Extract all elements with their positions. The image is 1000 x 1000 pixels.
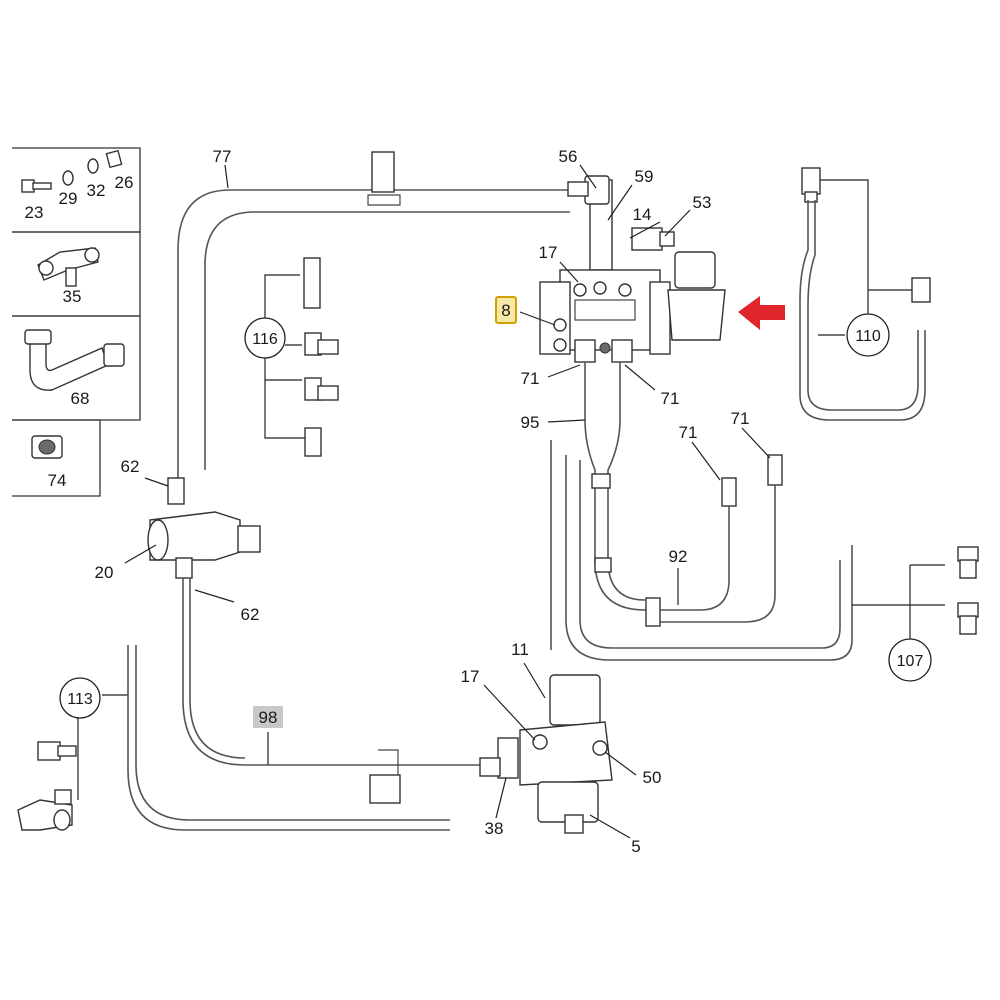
pipe-nipple bbox=[303, 257, 321, 309]
label-71-d: 71 bbox=[731, 409, 750, 428]
hose-joint-2 bbox=[594, 557, 612, 573]
label-5: 5 bbox=[631, 837, 640, 856]
washer-part bbox=[62, 170, 74, 186]
label-95: 95 bbox=[521, 413, 540, 432]
leader-lines bbox=[124, 164, 771, 839]
fitting-71-left bbox=[721, 477, 737, 507]
label-14: 14 bbox=[633, 205, 652, 224]
svg-text:8: 8 bbox=[501, 301, 510, 320]
fitting-71-right bbox=[767, 454, 783, 486]
cap-part bbox=[105, 149, 123, 169]
adapter-110-right bbox=[911, 277, 931, 303]
lower-coupling bbox=[175, 557, 193, 579]
hose-coupler bbox=[645, 597, 661, 627]
label-77: 77 bbox=[213, 147, 232, 166]
label-71-a: 71 bbox=[521, 369, 540, 388]
fitting-35 bbox=[37, 247, 100, 287]
label-17-top: 17 bbox=[539, 243, 558, 262]
elbow-fitting-1 bbox=[304, 332, 339, 356]
elbow-fitting-2 bbox=[304, 377, 339, 401]
hose-95 bbox=[584, 362, 655, 611]
hose-clip-top bbox=[371, 151, 395, 193]
fitting-group-110 bbox=[799, 167, 931, 421]
label-50: 50 bbox=[643, 768, 662, 787]
index-box-74 bbox=[12, 419, 101, 497]
hose-92 bbox=[550, 440, 853, 661]
straight-fitting bbox=[304, 427, 322, 457]
adapter-110-top bbox=[801, 167, 821, 203]
label-17-bottom: 17 bbox=[461, 667, 480, 686]
label-62-top: 62 bbox=[121, 457, 140, 476]
fitting-38 bbox=[479, 737, 519, 779]
label-56: 56 bbox=[559, 147, 578, 166]
label-26: 26 bbox=[115, 173, 134, 192]
manifold-right bbox=[649, 281, 671, 355]
svg-text:107: 107 bbox=[897, 653, 924, 670]
adapter-107-top bbox=[957, 546, 979, 579]
callout-8-highlight: 8 bbox=[495, 296, 517, 324]
label-74: 74 bbox=[48, 471, 67, 490]
hose-joint bbox=[591, 473, 611, 489]
label-62-bottom: 62 bbox=[241, 605, 260, 624]
outlet-fittings bbox=[574, 339, 633, 363]
callout-107: 107 bbox=[888, 638, 932, 682]
label-71-c: 71 bbox=[679, 423, 698, 442]
hose-77 bbox=[177, 151, 580, 480]
svg-text:113: 113 bbox=[67, 691, 93, 708]
svg-text:110: 110 bbox=[855, 328, 881, 345]
fitting-group-116 bbox=[264, 257, 339, 457]
adapter-107-bottom bbox=[957, 602, 979, 635]
tee-fitting bbox=[17, 789, 73, 831]
fitting-53 bbox=[631, 227, 675, 251]
label-53: 53 bbox=[693, 193, 712, 212]
label-11: 11 bbox=[511, 640, 529, 659]
label-92: 92 bbox=[669, 547, 688, 566]
label-38: 38 bbox=[485, 819, 504, 838]
solenoid-coil bbox=[667, 251, 726, 341]
fitting-group-113 bbox=[17, 645, 450, 831]
label-35: 35 bbox=[63, 287, 82, 306]
svg-text:98: 98 bbox=[259, 708, 278, 727]
parts-index-panel bbox=[12, 147, 141, 497]
part-numbers: 23 29 32 26 35 68 74 77 62 20 62 56 59 1… bbox=[25, 147, 750, 856]
label-20: 20 bbox=[95, 563, 114, 582]
nut-part bbox=[87, 158, 99, 174]
callout-116: 116 bbox=[244, 317, 286, 359]
valve-assembly-11 bbox=[479, 674, 613, 834]
fitting-56 bbox=[567, 175, 610, 205]
elbow-pipe-68 bbox=[24, 329, 125, 391]
label-59: 59 bbox=[635, 167, 654, 186]
nut-74 bbox=[31, 435, 63, 459]
callout-113: 113 bbox=[59, 677, 101, 719]
valve-20 bbox=[147, 477, 480, 766]
hose-clip-bottom bbox=[369, 749, 401, 804]
svg-text:116: 116 bbox=[252, 331, 278, 348]
valve-block-8 bbox=[539, 175, 726, 363]
label-29: 29 bbox=[59, 189, 78, 208]
label-23: 23 bbox=[25, 203, 44, 222]
bolt-part bbox=[21, 179, 52, 193]
solenoid-11 bbox=[549, 674, 601, 726]
callout-98: 98 bbox=[253, 706, 283, 728]
label-71-b: 71 bbox=[661, 389, 680, 408]
manifold-body bbox=[559, 269, 661, 351]
upper-coupling bbox=[167, 477, 185, 505]
adapter-fitting bbox=[37, 741, 77, 761]
label-68: 68 bbox=[71, 389, 90, 408]
pointer-arrow bbox=[738, 296, 785, 330]
callout-110: 110 bbox=[846, 313, 890, 357]
fitting-group-107 bbox=[852, 546, 979, 640]
label-32: 32 bbox=[87, 181, 106, 200]
